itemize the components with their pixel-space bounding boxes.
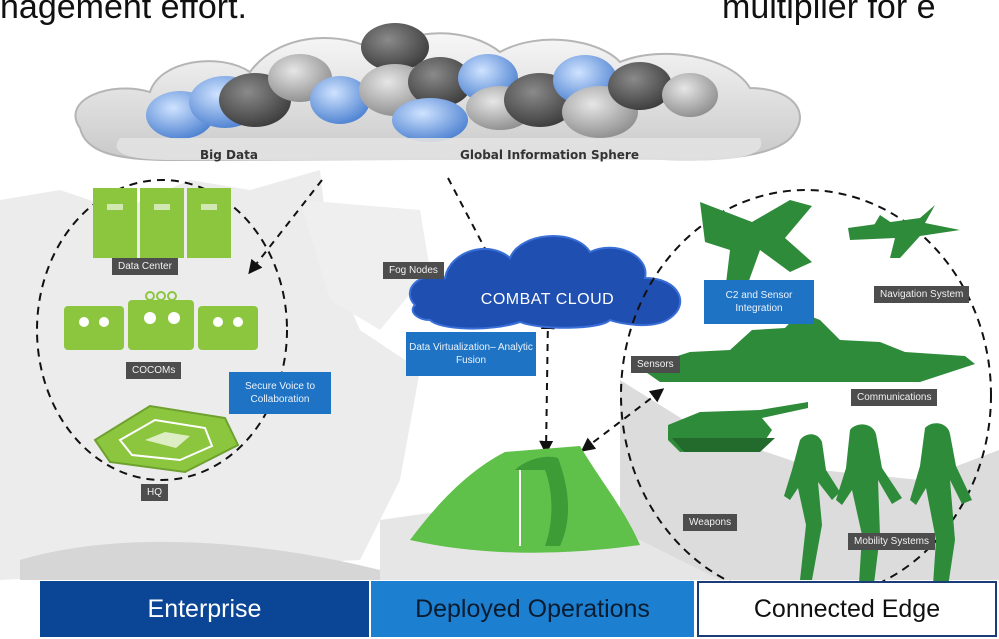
header-text-left: nagement effort. [0, 0, 247, 26]
arrow-combat-to-deployed [539, 315, 555, 455]
data-center-icon [93, 188, 231, 258]
cocoms-label: COCOMs [126, 362, 182, 379]
global-information-sphere-label: Global Information Sphere [460, 148, 639, 162]
arrow-cloud-to-enterprise [248, 179, 323, 275]
hq-label: HQ [141, 484, 168, 501]
soldiers-icon [784, 423, 972, 600]
tent-icon [410, 446, 640, 553]
edge-circle [620, 189, 992, 601]
drone-icon [848, 205, 960, 258]
cocoms-icon [64, 291, 258, 350]
communications-label: Communications [851, 389, 938, 406]
hq-icon [93, 404, 240, 474]
fighter-jet-icon [700, 200, 812, 300]
enterprise-tab: Enterprise [40, 581, 369, 637]
combat-cloud-label: COMBAT CLOUD [480, 291, 615, 308]
ship-icon [640, 312, 975, 382]
arrow-deployed-to-edge [580, 388, 665, 452]
tank-icon [668, 402, 808, 452]
navigation-system-label: Navigation System [874, 286, 970, 303]
enterprise-circle [36, 179, 288, 481]
deployed-operations-tab: Deployed Operations [371, 581, 694, 637]
fog-nodes-label: Fog Nodes [383, 262, 444, 279]
connected-edge-tab: Connected Edge [697, 581, 997, 637]
header-text-right: multiplier for e [722, 0, 936, 26]
mobility-systems-label: Mobility Systems [848, 533, 936, 550]
weapons-label: Weapons [683, 514, 738, 531]
combat-cloud-icon [408, 235, 682, 330]
secure-voice-label: Secure Voice to Collaboration [229, 372, 331, 414]
data-virtualization-label: Data Virtualization– Analytic Fusion [406, 332, 536, 376]
global-cloud [74, 23, 801, 162]
sensors-label: Sensors [631, 356, 680, 373]
data-center-label: Data Center [112, 258, 178, 275]
big-data-label: Big Data [200, 148, 258, 162]
c2-sensor-label: C2 and Sensor Integration [704, 280, 814, 324]
